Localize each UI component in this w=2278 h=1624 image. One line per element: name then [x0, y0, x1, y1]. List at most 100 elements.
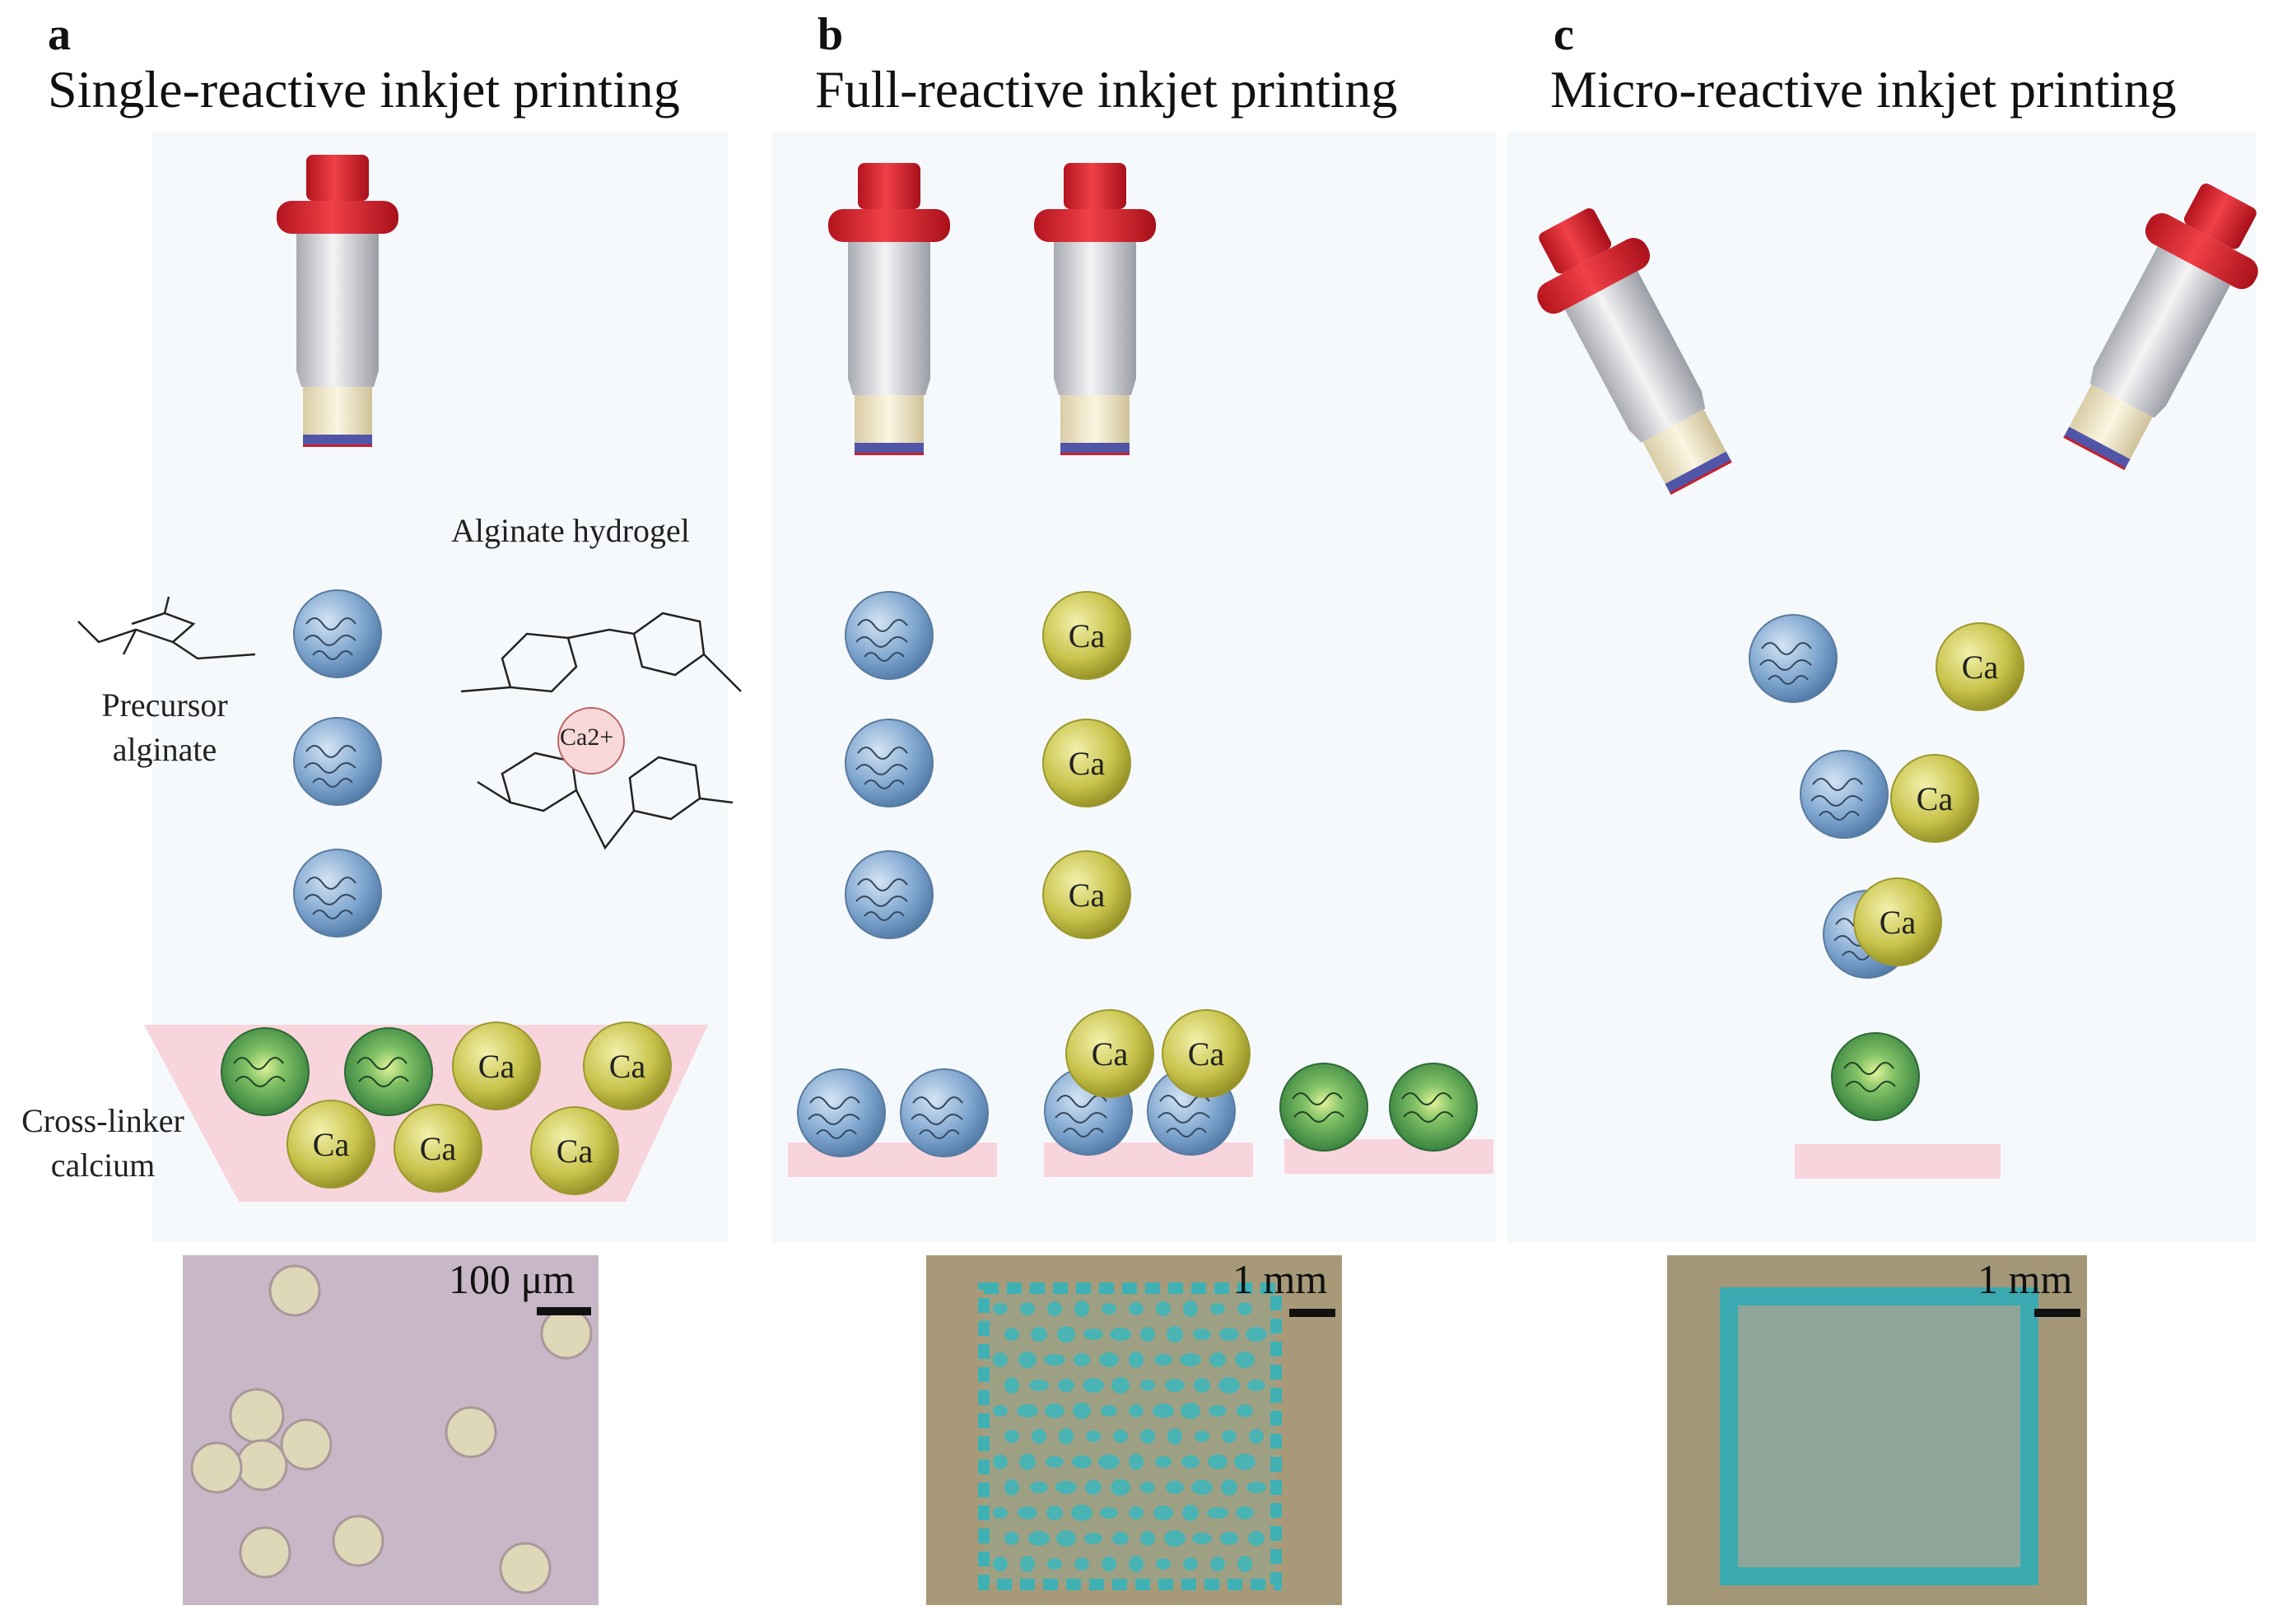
- printed-dot: [1237, 1556, 1252, 1572]
- panel-c-letter: c: [1554, 9, 1574, 60]
- printed-dot: [1155, 1456, 1172, 1468]
- panel-c-precursor-droplet: [1800, 750, 1889, 839]
- printed-dot: [1102, 1557, 1116, 1571]
- printed-dot: [1195, 1431, 1209, 1442]
- panel-b-precursor-droplet: [845, 591, 934, 680]
- printed-dot: [1083, 1378, 1104, 1393]
- printed-dot: [1183, 1557, 1198, 1570]
- printed-dot: [1208, 1454, 1228, 1469]
- printed-dot: [1058, 1379, 1074, 1392]
- printed-dot: [1071, 1505, 1092, 1521]
- printed-dot: [1073, 1403, 1091, 1419]
- printed-dot: [1084, 1533, 1102, 1544]
- ca-ion-center: [557, 707, 625, 775]
- calcium-bead-label: Ca: [1068, 877, 1106, 914]
- printed-dot: [1046, 1456, 1064, 1468]
- printed-dot: [1193, 1329, 1211, 1340]
- printed-dot: [1210, 1303, 1225, 1315]
- printed-dot: [1112, 1532, 1129, 1545]
- micrograph-a: [183, 1255, 599, 1605]
- calcium-bead-label: Ca: [1091, 1035, 1129, 1073]
- printed-dot: [1194, 1378, 1210, 1393]
- printed-dot: [1074, 1301, 1089, 1317]
- printed-dot: [1236, 1506, 1254, 1519]
- printed-dot: [1129, 1404, 1144, 1417]
- panel-c-precursor-droplet: [1749, 614, 1838, 703]
- printed-dot: [1220, 1532, 1238, 1545]
- printed-dot: [1045, 1403, 1064, 1418]
- printed-dot: [1110, 1328, 1131, 1341]
- calcium-bead-label: Ca: [1068, 617, 1106, 654]
- panel-b-gel-bead: [1279, 1063, 1368, 1152]
- panel-a-precursor-droplet: [293, 589, 382, 678]
- printed-dot: [1153, 1505, 1173, 1520]
- printed-dot: [1234, 1454, 1255, 1470]
- printed-dot: [1056, 1530, 1076, 1547]
- printed-dot: [1246, 1482, 1266, 1493]
- printed-dot: [993, 1405, 1008, 1417]
- printed-dot: [1165, 1379, 1185, 1392]
- printed-dot: [1029, 1380, 1049, 1391]
- printed-dot: [1004, 1532, 1019, 1545]
- printed-dot: [1209, 1352, 1226, 1367]
- printed-dot: [1057, 1326, 1075, 1342]
- calcium-bead-label: Ca: [1187, 1035, 1225, 1073]
- printed-dot: [1129, 1454, 1144, 1470]
- printed-dot: [1153, 1403, 1174, 1418]
- precursor-line2: alginate: [112, 731, 217, 768]
- printed-dot: [1046, 1505, 1063, 1520]
- panel-a-gel-bead: [344, 1027, 433, 1116]
- printed-dot: [993, 1352, 1008, 1367]
- printed-dot: [1086, 1431, 1101, 1442]
- printed-dot: [1055, 1481, 1077, 1494]
- printed-dot: [1129, 1506, 1144, 1519]
- printed-dot: [1167, 1326, 1183, 1342]
- printed-dot: [1099, 1352, 1119, 1367]
- printed-dot: [1019, 1454, 1036, 1470]
- printed-dot: [1222, 1430, 1237, 1443]
- panel-a-precursor-droplet: [293, 849, 382, 938]
- printed-dot: [1221, 1479, 1237, 1496]
- printed-dot: [1047, 1301, 1062, 1316]
- panel-c-substrate: [1795, 1144, 2001, 1179]
- printed-dot: [1072, 1455, 1092, 1468]
- printed-dot: [1156, 1558, 1171, 1570]
- printed-dot: [993, 1303, 1008, 1315]
- crosslinker-calcium-label: Cross-linker calcium: [0, 1099, 206, 1188]
- printed-dot: [1047, 1558, 1062, 1570]
- panel-a-gel-bead: [221, 1027, 310, 1116]
- calcium-bead-label: Ca: [312, 1126, 350, 1163]
- scale-bar-a-label: 100 μm: [449, 1256, 575, 1302]
- micrograph-b: [926, 1255, 1342, 1605]
- printed-dot: [1140, 1380, 1155, 1391]
- printed-dot: [993, 1454, 1008, 1469]
- printed-dot: [1018, 1506, 1037, 1519]
- micrograph-c: [1667, 1255, 2087, 1605]
- crosslinker-line2: calcium: [50, 1147, 156, 1184]
- printed-dot: [1098, 1454, 1120, 1469]
- printed-dot: [1113, 1430, 1128, 1443]
- panel-c-title: Micro-reactive inkjet printing: [1550, 60, 2177, 119]
- printed-dot: [1020, 1302, 1035, 1315]
- printed-dot: [1028, 1531, 1050, 1546]
- printed-dot: [1182, 1505, 1199, 1521]
- panel-a-letter: a: [48, 9, 71, 60]
- printed-dot: [1101, 1405, 1117, 1417]
- calcium-bead-label: Ca: [1879, 904, 1917, 941]
- panel-b-deposited-droplet: [900, 1068, 989, 1157]
- calcium-bead-label: Ca: [477, 1048, 515, 1085]
- printed-dot: [1004, 1377, 1019, 1394]
- printed-dot: [1192, 1533, 1212, 1544]
- printed-dot: [1074, 1557, 1089, 1570]
- printed-dot: [1018, 1352, 1037, 1368]
- printed-dot: [1167, 1428, 1182, 1445]
- alginate-hydrogel-label: Alginate hydrogel: [451, 512, 690, 549]
- printed-dot: [993, 1507, 1008, 1519]
- printed-dot: [1166, 1481, 1184, 1494]
- scale-bar-b-label: 1 mm: [1232, 1256, 1328, 1302]
- printed-dot: [1059, 1428, 1074, 1445]
- scale-bar-c-label: 1 mm: [1978, 1256, 2073, 1302]
- precursor-alginate-structure: [77, 596, 256, 660]
- printed-dot: [1004, 1430, 1019, 1443]
